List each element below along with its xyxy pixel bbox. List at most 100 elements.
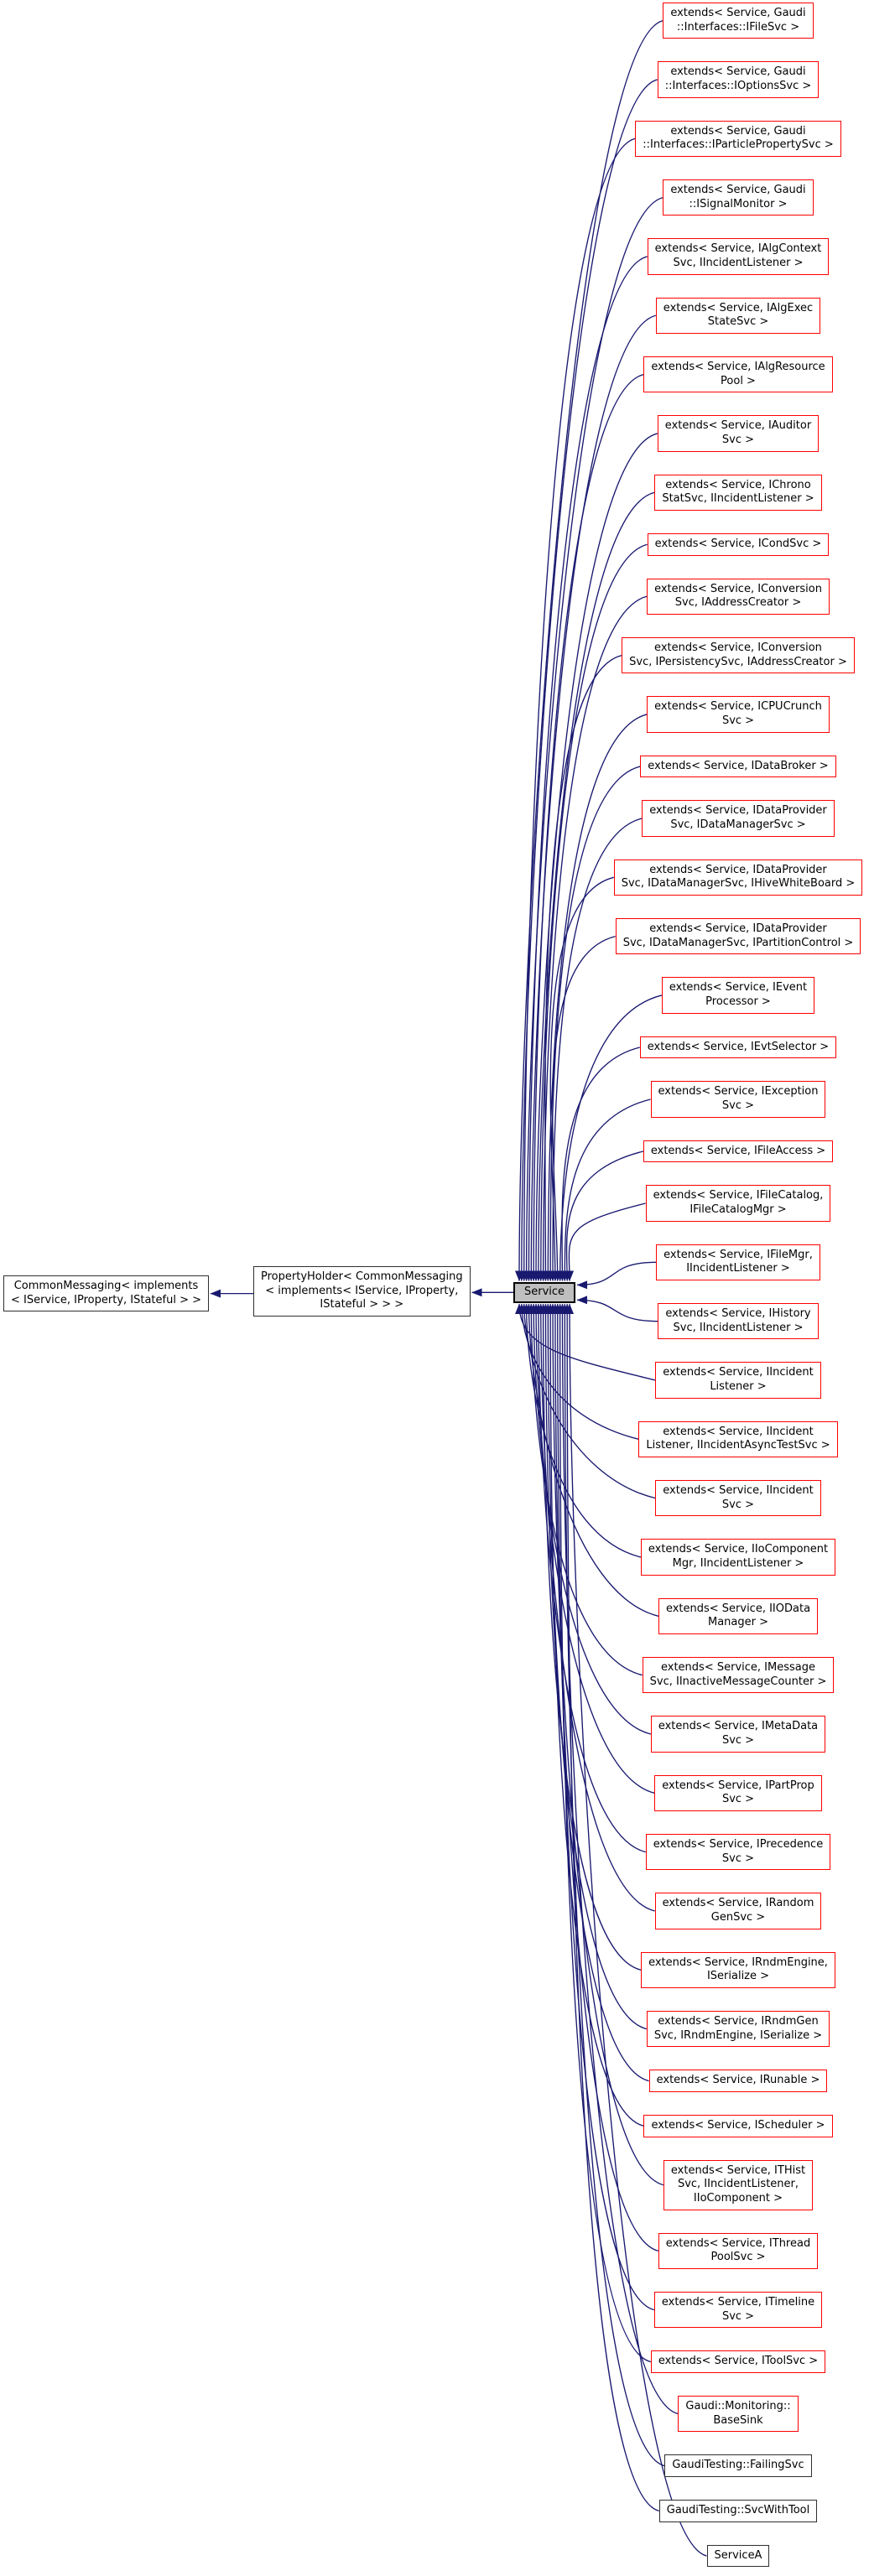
inheritance-edge xyxy=(522,196,663,1281)
derived-class-label-line: Svc, IIncidentListener > xyxy=(673,1321,804,1334)
inheritance-edge xyxy=(539,1303,642,1971)
base-class-label-line: < IService, IProperty, IStateful > > xyxy=(11,1293,201,1306)
derived-class-label-line: Svc, IInactiveMessageCounter > xyxy=(649,1675,827,1688)
derived-class-label-line: Svc, IRndmEngine, ISerialize > xyxy=(653,2028,823,2042)
derived-class-box[interactable]: extends< Service, Gaudi::Interfaces::IFi… xyxy=(663,3,814,39)
derived-class-label-line: extends< Service, IHistory xyxy=(665,1307,811,1321)
derived-class-box[interactable]: GaudiTesting::SvcWithTool xyxy=(658,2500,818,2522)
derived-class-label-line: Manager > xyxy=(707,1616,768,1629)
derived-class-label-line: Svc, IAddressCreator > xyxy=(674,596,802,610)
inheritance-edge xyxy=(533,1303,646,1853)
inheritance-edge xyxy=(517,79,658,1281)
derived-class-label-line: extends< Service, IToolSvc > xyxy=(658,2355,819,2368)
derived-classes-column: extends< Service, Gaudi::Interfaces::IFi… xyxy=(585,3,869,2568)
derived-class-label-line: ServiceA xyxy=(714,2548,762,2562)
derived-class-box[interactable]: extends< Service, Gaudi::Interfaces::IPa… xyxy=(635,120,841,157)
derived-class-label-line: extends< Service, IDataProvider xyxy=(649,863,827,876)
inheritance-edge xyxy=(536,1303,655,1912)
derived-class-label-line: Svc > xyxy=(721,1733,755,1747)
derived-class-label-line: extends< Service, IThread xyxy=(665,2236,811,2250)
derived-class-label-line: extends< Service, IRunable > xyxy=(656,2074,820,2087)
base-class-box-commonmessaging[interactable]: CommonMessaging< implements< IService, I… xyxy=(3,1275,209,1312)
inheritance-edge xyxy=(565,1202,646,1281)
derived-class-label-line: Pool > xyxy=(721,374,756,387)
derived-class-label-line: Svc > xyxy=(721,1098,755,1112)
derived-class-label-line: Svc, IPersistencySvc, IAddressCreator > xyxy=(629,655,847,668)
derived-class-label-line: extends< Service, IPrecedence xyxy=(653,1838,824,1851)
base-class-label-line: CommonMessaging< implements xyxy=(13,1280,199,1292)
inheritance-edge xyxy=(539,595,648,1281)
derived-class-box[interactable]: extends< Service, IToolSvc > xyxy=(650,2350,826,2373)
inheritance-edge xyxy=(555,1303,651,2363)
derived-class-label-line: GenSvc > xyxy=(710,1910,766,1924)
base-class-box-propertyholder[interactable]: PropertyHolder< CommonMessaging< impleme… xyxy=(253,1266,471,1317)
derived-class-box[interactable]: extends< Service, IScheduler > xyxy=(643,2115,833,2137)
derived-class-label-line: extends< Service, IRndmGen xyxy=(658,2014,819,2028)
derived-class-box[interactable]: extends< Service, IRndmEngine,ISerialize… xyxy=(641,1951,835,1988)
derived-class-box[interactable]: extends< Service, Gaudi::ISignalMonitor … xyxy=(663,179,814,216)
derived-class-box[interactable]: extends< Service, IFileCatalog,IFileCata… xyxy=(645,1185,831,1222)
derived-class-label-line: IFileCatalogMgr > xyxy=(689,1203,787,1217)
derived-class-box[interactable]: Gaudi::Monitoring::BaseSink xyxy=(678,2396,799,2433)
derived-class-label-line: Svc, IDataManagerSvc, IHiveWhiteBoard > xyxy=(621,877,856,891)
inheritance-edge xyxy=(549,1303,664,2186)
derived-class-label-line: extends< Service, IConversion xyxy=(654,641,822,654)
derived-class-label-line: extends< Service, IAlgResource xyxy=(651,360,825,373)
derived-class-label-line: IIoComponent > xyxy=(693,2191,783,2205)
base-class-label-line: < implements< IService, IProperty, xyxy=(265,1284,459,1297)
inheritance-edge xyxy=(519,138,636,1281)
derived-class-box[interactable]: extends< Service, IRunable > xyxy=(648,2070,828,2092)
derived-class-label-line: extends< Service, IIoComponent xyxy=(648,1543,829,1556)
derived-class-box[interactable]: extends< Service, IFileMgr,IIncidentList… xyxy=(656,1244,820,1280)
inheritance-edge xyxy=(546,766,641,1281)
derived-class-label-line: extends< Service, IMessage xyxy=(661,1661,815,1675)
derived-class-box[interactable]: extends< Service, IDataBroker > xyxy=(640,755,836,778)
inheritance-edge xyxy=(565,1303,707,2557)
derived-class-box[interactable]: extends< Service, Gaudi::Interfaces::IOp… xyxy=(657,61,820,98)
derived-class-box[interactable]: extends< Service, IFileAccess > xyxy=(643,1140,834,1163)
inheritance-edge xyxy=(527,314,656,1281)
derived-class-box[interactable]: extends< Service, IEvtSelector > xyxy=(639,1036,837,1059)
derived-class-box[interactable]: extends< Service, ICondSvc > xyxy=(647,532,830,556)
inheritance-edge xyxy=(515,1303,656,1381)
derived-class-label-line: extends< Service, IDataBroker > xyxy=(648,759,829,772)
derived-class-label-line: extends< Service, IConversion xyxy=(654,582,822,595)
derived-class-box[interactable]: ServiceA xyxy=(706,2544,770,2568)
derived-class-label-line: extends< Service, IFileMgr, xyxy=(663,1248,813,1261)
derived-class-label-line: extends< Service, IIncident xyxy=(663,1366,814,1379)
derived-class-label-line: extends< Service, IAlgExec xyxy=(663,301,814,314)
derived-class-box[interactable]: GaudiTesting::FailingSvc xyxy=(664,2454,812,2477)
derived-class-label-line: extends< Service, IScheduler > xyxy=(651,2119,825,2132)
derived-class-label-line: Svc > xyxy=(721,1498,755,1511)
derived-class-label-line: Svc, IIncidentListener, xyxy=(677,2178,799,2191)
